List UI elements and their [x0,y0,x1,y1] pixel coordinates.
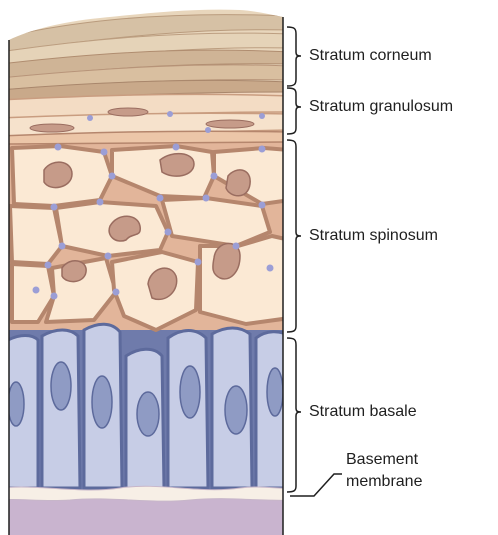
label-stratum-basale: Stratum basale [309,402,417,422]
label-basement-membrane-line1: Basement [346,450,418,470]
label-stratum-granulosum: Stratum granulosum [309,97,453,117]
label-stratum-corneum: Stratum corneum [309,46,432,66]
corneum-layers [0,15,290,100]
label-stratum-spinosum: Stratum spinosum [309,226,438,246]
label-basement-membrane-line2: membrane [346,472,422,492]
basement-leader-line [290,474,342,496]
bracket-granulosum [287,88,301,134]
bracket-spinosum [287,140,301,332]
bracket-basale [287,338,301,492]
bracket-corneum [287,27,301,86]
granulosum-cells [0,94,290,144]
basement-membrane [0,486,300,501]
tissue-section [0,0,300,535]
